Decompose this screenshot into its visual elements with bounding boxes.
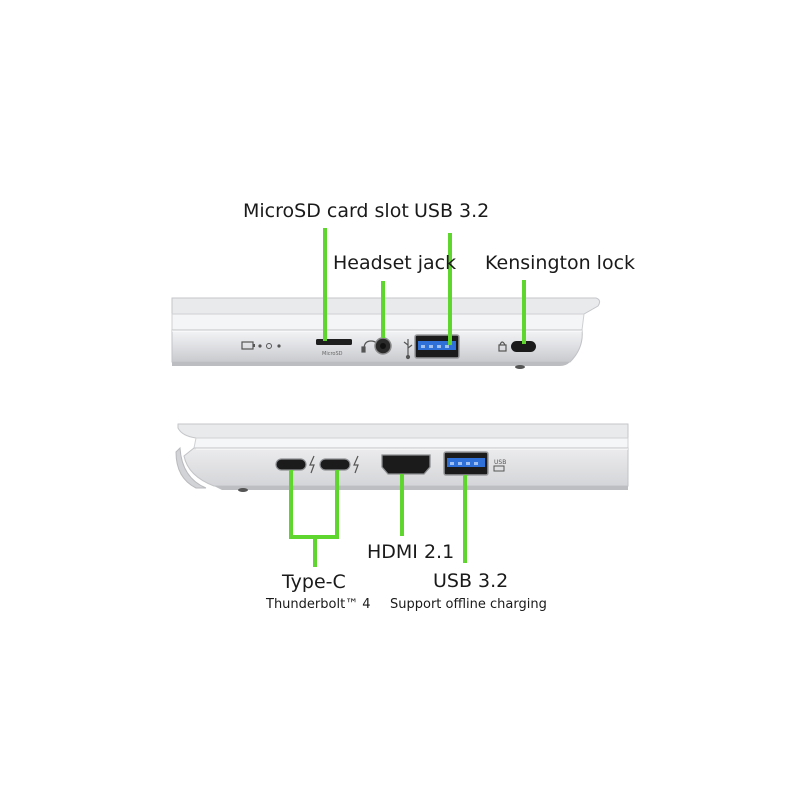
leader-typec-2 xyxy=(335,470,339,538)
kensington-slot xyxy=(511,341,536,352)
label-type-c: Type-C xyxy=(282,571,346,593)
leader-headset xyxy=(381,281,385,338)
usb-c-port-1 xyxy=(275,458,307,471)
status-indicator-icons xyxy=(241,341,281,350)
microsd-tiny-label: MicroSD xyxy=(322,351,343,357)
leader-typec-1 xyxy=(289,470,293,538)
usb-symbol-icon xyxy=(403,339,413,360)
label-microsd-card-slot: MicroSD card slot xyxy=(243,200,409,222)
hdmi-port xyxy=(381,454,431,475)
label-usb-right: USB 3.2 xyxy=(433,570,509,592)
leader-typec-stem xyxy=(313,535,317,567)
leader-hdmi xyxy=(400,474,404,536)
label-kensington-lock: Kensington lock xyxy=(485,252,636,274)
lock-icon xyxy=(498,341,507,352)
usb-tiny-label: USB xyxy=(494,459,506,466)
label-thunderbolt-4: Thunderbolt™ 4 xyxy=(266,597,371,612)
leader-usb-left xyxy=(448,233,452,345)
thunderbolt-icon-2 xyxy=(353,455,359,474)
leader-usb-right xyxy=(463,475,467,563)
leader-microsd xyxy=(323,228,327,341)
label-headset-jack: Headset jack xyxy=(333,252,457,274)
battery-charge-icon xyxy=(493,465,505,472)
label-hdmi: HDMI 2.1 xyxy=(367,541,455,563)
usb-c-port-2 xyxy=(319,458,351,471)
thunderbolt-icon-1 xyxy=(309,455,315,474)
label-support-offline-charging: Support offline charging xyxy=(390,597,547,612)
label-usb-left: USB 3.2 xyxy=(414,200,490,222)
usb-a-port-right xyxy=(443,451,489,476)
leader-kensington xyxy=(522,280,526,344)
